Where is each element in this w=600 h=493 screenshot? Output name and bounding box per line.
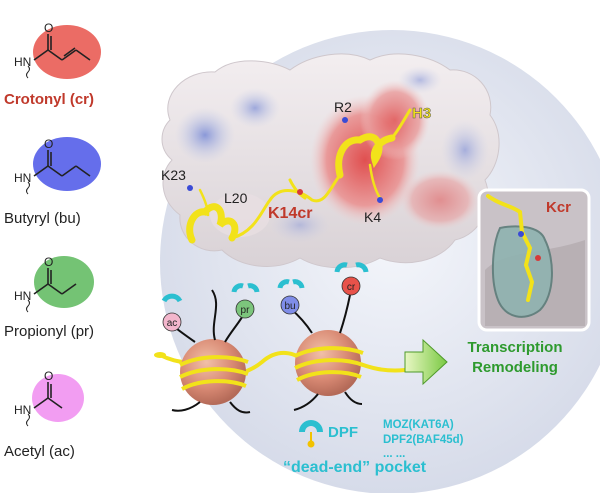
crotonyl-highlight xyxy=(33,25,101,79)
acetyl-highlight xyxy=(32,374,84,422)
mark-bu: bu xyxy=(277,279,305,315)
svg-text:bu: bu xyxy=(284,301,295,312)
inset-kcr-label: Kcr xyxy=(546,199,571,216)
butyryl-highlight xyxy=(33,137,101,191)
butyryl-group: O HN Butyryl (bu) xyxy=(4,137,101,227)
crotonyl-hn-label: HN xyxy=(14,55,31,69)
acetyl-group: O HN Acetyl (ac) xyxy=(4,369,84,460)
outcome-arrow xyxy=(404,338,448,386)
label-k14cr: K14cr xyxy=(268,205,312,222)
butyryl-o-label: O xyxy=(44,137,53,151)
h3-peptide-ribbon xyxy=(186,108,412,244)
structure-labels: R2 H3 K23 L20 K14cr K4 xyxy=(161,99,431,225)
nucleosome-array: ac pr bu cr xyxy=(154,262,406,414)
dpf-legend: DPF MOZ(KAT6A) DPF2(BAF45d) ... ... “dea… xyxy=(283,419,464,476)
crotonyl-group: O HN Crotonyl (cr) xyxy=(4,21,101,108)
propionyl-group: O HN Propionyl (pr) xyxy=(4,255,94,340)
label-h3: H3 xyxy=(412,105,431,122)
outcome-remodeling: Remodeling xyxy=(472,359,558,376)
nucleosome-2 xyxy=(294,330,364,396)
acetyl-name: Acetyl (ac) xyxy=(4,443,75,460)
mark-ac: ac xyxy=(161,293,183,332)
dpf-protein-1: MOZ(KAT6A) xyxy=(383,419,454,431)
label-l20: L20 xyxy=(224,190,248,206)
crotonyl-name: Crotonyl (cr) xyxy=(4,91,94,108)
dead-end-pocket-label: “dead-end” pocket xyxy=(283,459,427,476)
dpf-protein-2: DPF2(BAF45d) xyxy=(383,434,464,446)
nucleosome-1 xyxy=(179,339,249,405)
butyryl-hn-label: HN xyxy=(14,171,31,185)
protein-surface xyxy=(161,53,500,269)
mark-cr: cr xyxy=(334,262,369,296)
label-r2: R2 xyxy=(334,99,352,115)
acetyl-o-label: O xyxy=(44,369,53,383)
propionyl-name: Propionyl (pr) xyxy=(4,323,94,340)
svg-text:pr: pr xyxy=(241,305,251,316)
mark-pr: pr xyxy=(231,283,260,319)
dpf-label: DPF xyxy=(328,424,358,441)
crotonyl-o-label: O xyxy=(44,21,53,35)
propionyl-highlight xyxy=(34,256,94,308)
propionyl-o-label: O xyxy=(44,255,53,269)
label-k4: K4 xyxy=(364,209,381,225)
svg-text:cr: cr xyxy=(347,282,356,293)
butyryl-name: Butyryl (bu) xyxy=(4,210,81,227)
dpf-protein-3: ... ... xyxy=(383,448,405,460)
svg-text:ac: ac xyxy=(167,318,178,329)
kcr-inset: Kcr xyxy=(477,188,591,332)
side-chain-atoms xyxy=(187,117,383,203)
outcome-transcription: Transcription xyxy=(467,339,562,356)
label-k23: K23 xyxy=(161,167,186,183)
propionyl-hn-label: HN xyxy=(14,289,31,303)
dpf-reader-icon xyxy=(299,420,323,448)
acyl-group-list: O HN Crotonyl (cr) O HN Butyryl (bu) xyxy=(4,21,101,460)
acetyl-hn-label: HN xyxy=(14,403,31,417)
